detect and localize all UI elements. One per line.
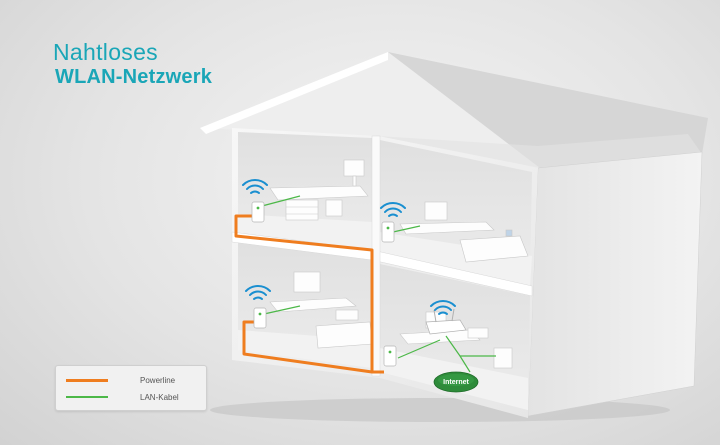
wifi-icon: [245, 285, 271, 300]
floor-top-right: [380, 232, 532, 286]
router: [425, 308, 467, 335]
right-side-wall: [527, 151, 703, 417]
adapter-bottom-right: [383, 345, 397, 367]
legend-item-powerline: Powerline: [66, 374, 175, 386]
internet-globe-icon: Internet: [433, 371, 479, 393]
legend-label-lan: LAN-Kabel: [140, 392, 179, 402]
internet-label: Internet: [443, 379, 469, 386]
floor-top-left: [238, 214, 372, 250]
powerline-cable: [234, 214, 374, 374]
legend-item-lan: LAN-Kabel: [66, 391, 179, 403]
powerline-swatch: [66, 378, 108, 382]
adapter-top-right: [381, 221, 395, 243]
wifi-icon: [430, 300, 456, 315]
title-line-2: WLAN-Netzwerk: [55, 65, 213, 88]
bedroom-furniture: [399, 201, 529, 263]
office-furniture: [269, 159, 369, 221]
diagram-title: Nahtloses WLAN-Netzwerk: [53, 39, 213, 88]
legend: Powerline LAN-Kabel: [55, 365, 207, 411]
title-line-1: Nahtloses: [53, 39, 158, 65]
lan-cables: [261, 195, 496, 373]
adapter-top-left: [251, 201, 265, 223]
roof: [200, 52, 708, 168]
wifi-icon: [242, 179, 268, 194]
lan-cable-swatch: [66, 396, 108, 398]
wifi-icon: [380, 202, 406, 217]
adapter-bottom-left: [253, 307, 267, 329]
legend-label-powerline: Powerline: [140, 375, 176, 385]
